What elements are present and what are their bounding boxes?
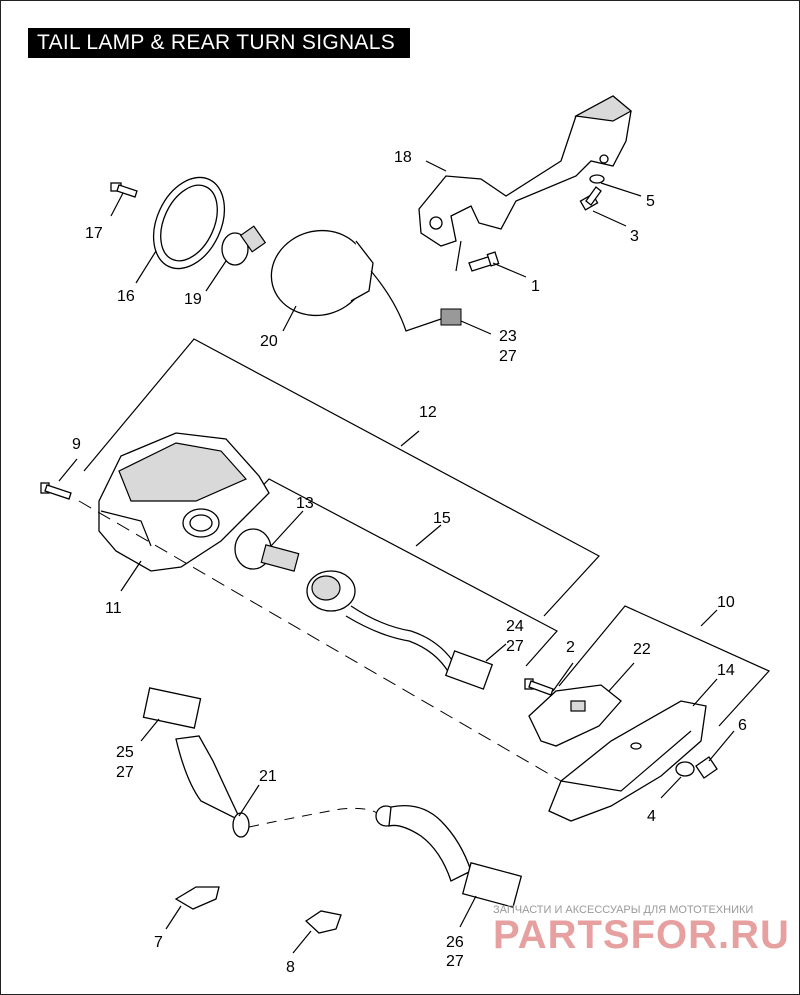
turn-signal-lens <box>548 700 707 822</box>
screw <box>468 251 500 272</box>
assembly-bracket-12 <box>83 338 600 617</box>
callout-16: 16 <box>117 288 135 305</box>
callout-18: 18 <box>394 149 412 166</box>
lens-gasket <box>152 176 226 270</box>
callout-25: 25 <box>116 744 134 761</box>
bulb-socket-harness <box>306 570 494 690</box>
callout-3: 3 <box>630 228 639 245</box>
callout-20: 20 <box>260 333 278 350</box>
washer <box>589 174 605 184</box>
harness-clip <box>174 886 220 910</box>
callout-numbers: 1 2 3 4 5 6 7 8 9 10 11 12 13 14 15 16 1… <box>72 149 747 976</box>
watermark-brand: PARTSFOR.RU <box>493 913 790 957</box>
mounting-bracket <box>418 95 633 272</box>
housing-screw <box>40 482 72 500</box>
callout-14: 14 <box>717 662 735 679</box>
alignment-line <box>78 500 562 782</box>
callout-8: 8 <box>286 959 295 976</box>
lens-nut <box>695 756 718 779</box>
callout-4: 4 <box>647 808 656 825</box>
callout-7: 7 <box>154 934 163 951</box>
callout-19: 19 <box>184 291 202 308</box>
watermark-caption: ЗАПЧАСТИ И АКСЕССУАРЫ ДЛЯ МОТОТЕХНИКИ <box>493 904 753 916</box>
harness-retainer <box>304 910 342 934</box>
tail-lamp-housing <box>98 432 270 572</box>
callout-23: 23 <box>499 328 517 345</box>
callout-12: 12 <box>419 404 437 421</box>
leader-lines <box>58 160 735 954</box>
callout-15: 15 <box>433 510 451 527</box>
callout-27-d: 27 <box>446 953 464 970</box>
tail-lamp-bulb <box>221 225 267 266</box>
assembly-bracket-10 <box>558 605 770 727</box>
callout-17: 17 <box>85 225 103 242</box>
callout-1: 1 <box>531 278 540 295</box>
callout-27-b: 27 <box>506 638 524 655</box>
callout-2: 2 <box>566 639 575 656</box>
callout-24: 24 <box>506 618 524 635</box>
callout-9: 9 <box>72 436 81 453</box>
bolt <box>579 186 602 211</box>
trim-screw <box>524 678 554 696</box>
turn-signal-bulb <box>234 528 300 572</box>
callout-27-c: 27 <box>116 764 134 781</box>
callout-26: 26 <box>446 934 464 951</box>
tail-lamp-lens <box>270 229 462 332</box>
callout-6: 6 <box>738 717 747 734</box>
diagram-title: TAIL LAMP & REAR TURN SIGNALS <box>28 28 410 58</box>
lens-washer <box>675 761 695 777</box>
callout-22: 22 <box>633 641 651 658</box>
turn-signal-bracket <box>528 684 622 747</box>
callout-21: 21 <box>259 768 277 785</box>
callout-5: 5 <box>646 193 655 210</box>
wiring-harness <box>142 687 523 908</box>
callout-11: 11 <box>105 600 122 617</box>
lens-screw <box>110 182 138 198</box>
callout-10: 10 <box>717 594 735 611</box>
callout-13: 13 <box>296 495 314 512</box>
watermark: ЗАПЧАСТИ И АКСЕССУАРЫ ДЛЯ МОТОТЕХНИКИ PA… <box>493 904 790 957</box>
callout-27-a: 27 <box>499 348 517 365</box>
